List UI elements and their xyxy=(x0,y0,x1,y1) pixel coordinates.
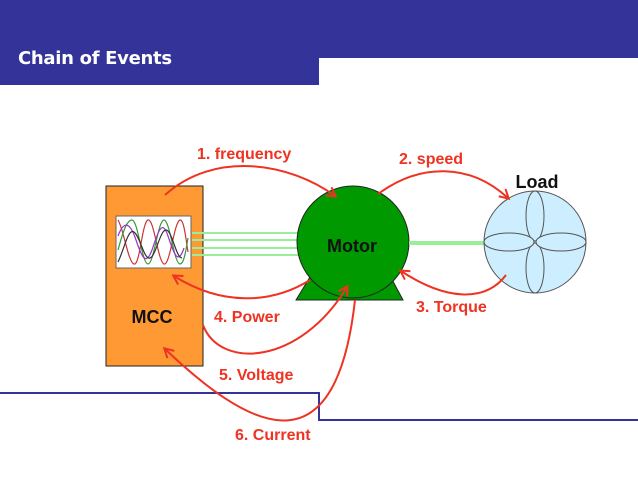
waveform-icon xyxy=(117,219,189,265)
arrow-torque xyxy=(401,271,507,296)
label-voltage: 5. Voltage xyxy=(219,367,293,384)
arrow-power xyxy=(174,276,311,300)
label-current: 6. Current xyxy=(235,427,311,444)
load-label: Load xyxy=(516,172,559,192)
waveform-panel xyxy=(115,215,192,269)
motor-label: Motor xyxy=(327,236,377,256)
label-power: 4. Power xyxy=(214,309,280,326)
arrow-voltage xyxy=(202,287,347,355)
label-frequency: 1. frequency xyxy=(197,146,291,163)
arrow-speed xyxy=(377,170,508,198)
load-fan-icon xyxy=(483,190,587,294)
supply-lines xyxy=(192,232,300,256)
label-torque: 3. Torque xyxy=(416,299,487,316)
header-band-tab xyxy=(0,58,319,85)
header-band xyxy=(0,0,638,58)
slide-title: Chain of Events xyxy=(18,48,172,69)
label-speed: 2. speed xyxy=(399,151,463,168)
arrow-frequency xyxy=(164,165,335,196)
mcc-label: MCC xyxy=(132,307,173,327)
arrow-current xyxy=(165,299,356,422)
mcc-box xyxy=(105,185,204,367)
